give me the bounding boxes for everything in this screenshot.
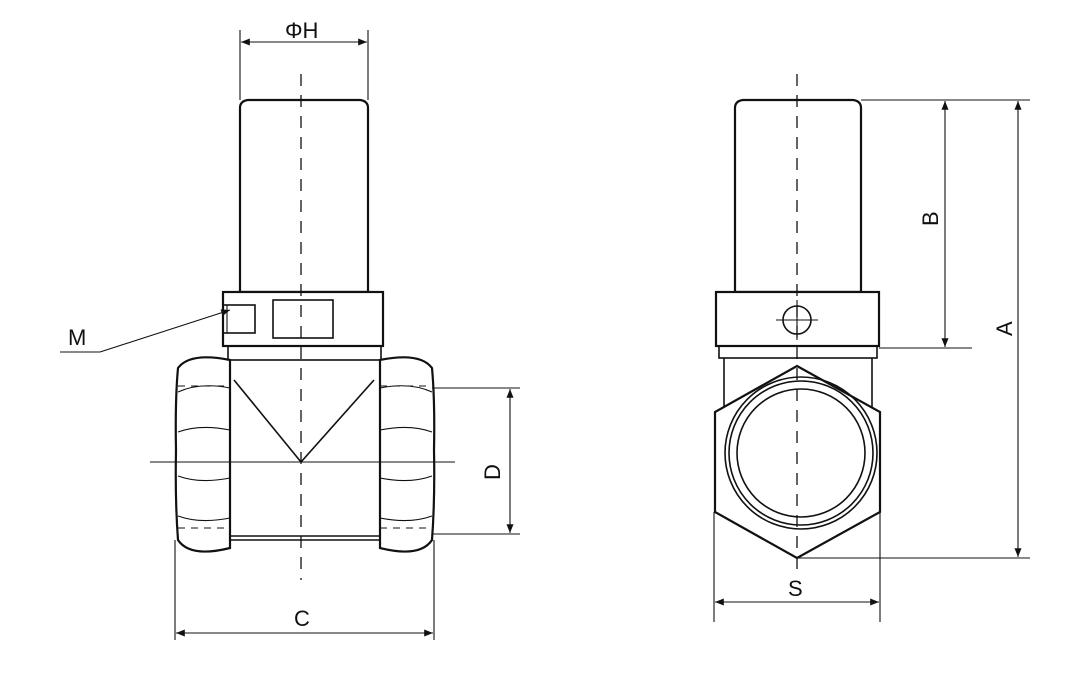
side-port-outer <box>724 376 878 530</box>
label-b: B <box>918 211 943 226</box>
front-left-hex-nut <box>174 356 232 553</box>
label-s: S <box>788 576 803 601</box>
front-right-hex-nut <box>378 356 436 553</box>
side-coil-body <box>733 98 863 294</box>
front-body-v <box>233 379 375 464</box>
label-c: C <box>294 606 310 631</box>
label-a: A <box>992 321 1017 336</box>
front-screw-m <box>222 304 256 334</box>
front-window <box>272 299 334 339</box>
front-neck <box>227 345 382 361</box>
side-port-inner <box>728 380 874 526</box>
label-phi-h: ΦH <box>285 18 318 43</box>
side-view: S B A <box>713 74 1030 622</box>
label-m: M <box>68 325 86 350</box>
front-coil-body <box>238 98 370 294</box>
front-view: ΦH M C D <box>60 18 520 640</box>
label-d: D <box>480 464 505 480</box>
